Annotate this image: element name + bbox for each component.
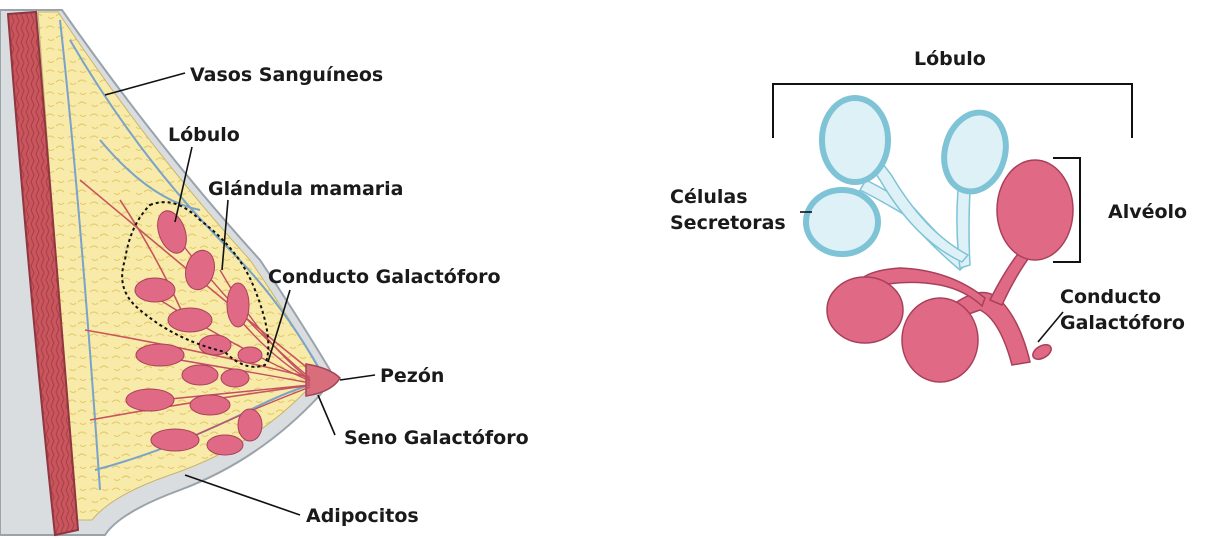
label-adipocitos: Adipocitos <box>306 505 419 528</box>
label-secretoras: Secretoras <box>670 212 786 235</box>
label-conducto-galactoforo-left: Conducto Galactóforo <box>268 266 501 289</box>
nipple <box>306 364 340 396</box>
label-lobulo-left: Lóbulo <box>168 124 240 147</box>
label-galactoforo: Galactóforo <box>1060 312 1185 335</box>
lobule-detail <box>773 84 1132 382</box>
label-alveolo: Alvéolo <box>1108 201 1187 224</box>
label-lobulo-right: Lóbulo <box>914 48 986 71</box>
label-pezon: Pezón <box>380 365 444 388</box>
label-glandula-mamaria: Glándula mamaria <box>208 178 403 201</box>
label-vasos-sanguineos: Vasos Sanguíneos <box>190 64 383 87</box>
secretory-alveoli <box>806 98 1014 254</box>
label-conducto: Conducto <box>1060 286 1161 309</box>
label-seno-galactoforo: Seno Galactóforo <box>344 427 529 450</box>
label-celulas: Células <box>670 186 748 209</box>
